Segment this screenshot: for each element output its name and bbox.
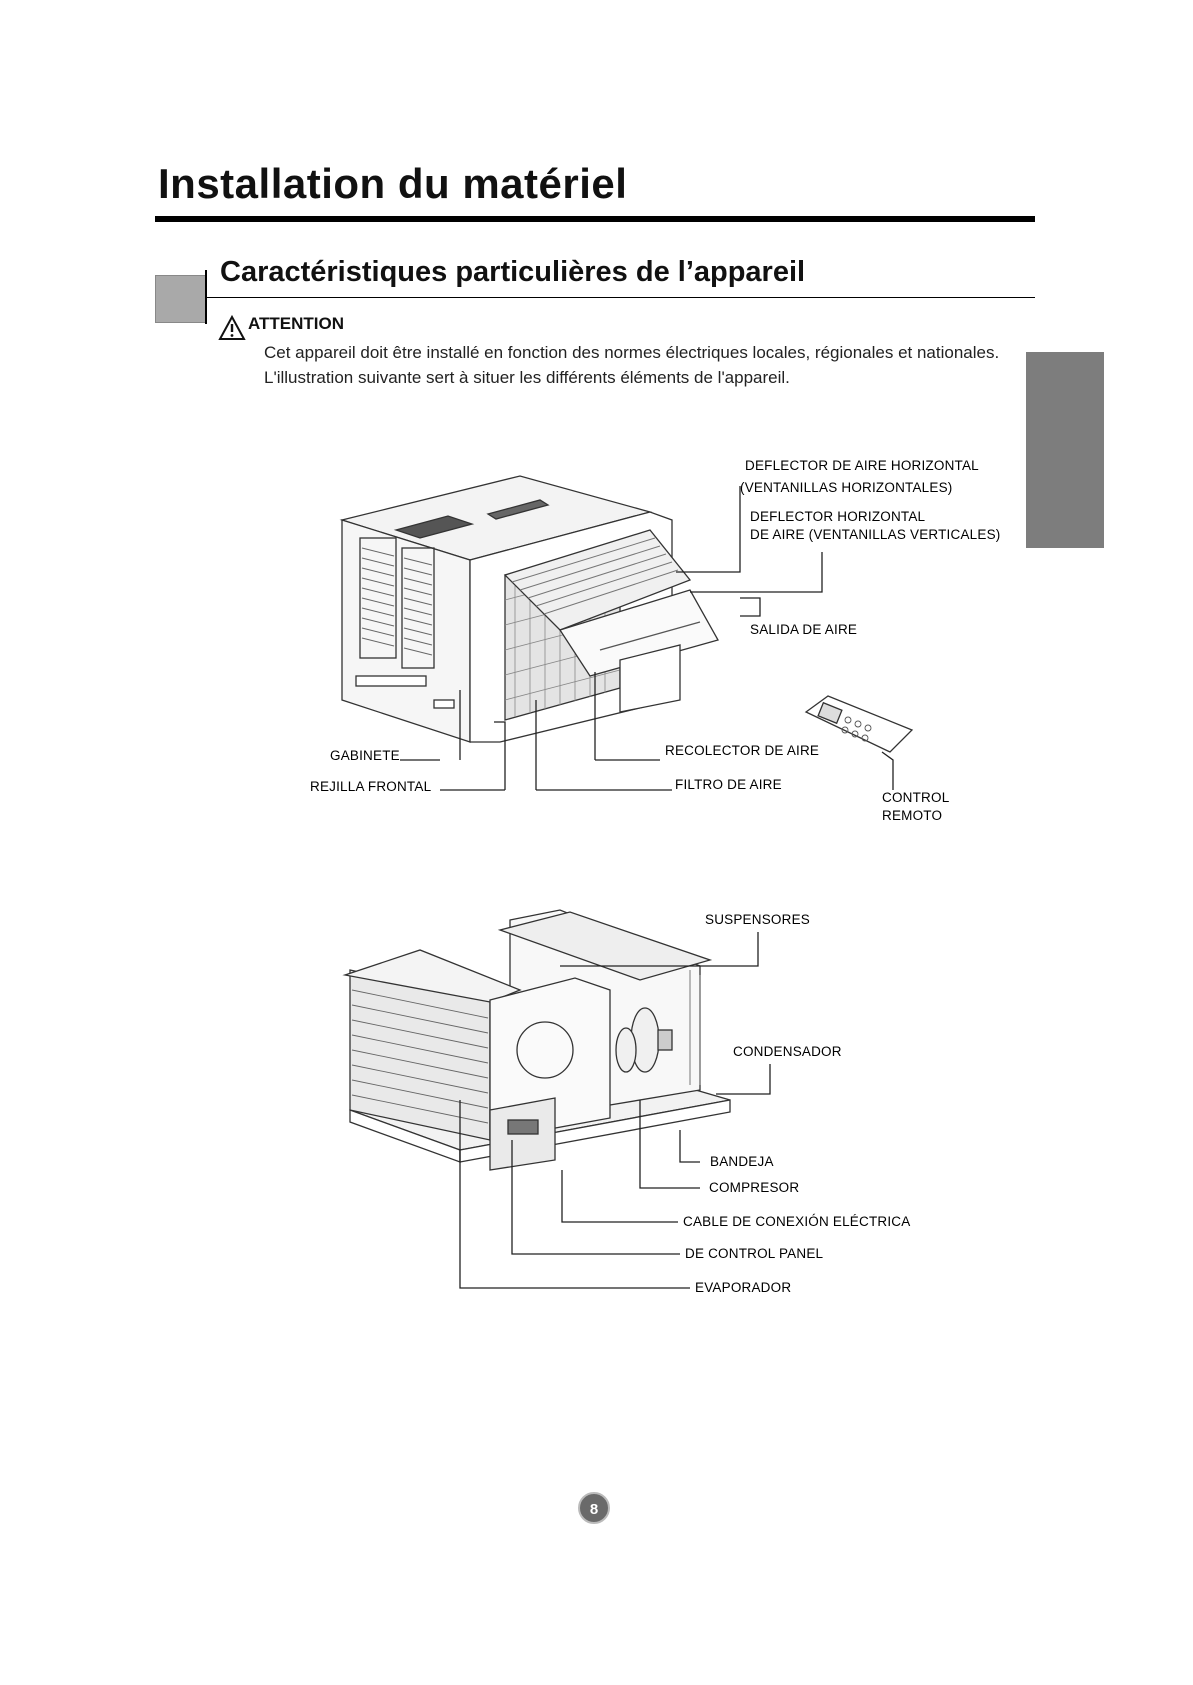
label-deflector-horizontal-1: DEFLECTOR DE AIRE HORIZONTAL [745,458,979,473]
section-marker [155,275,207,323]
section-marker-line [205,270,207,324]
label-recolector-aire: RECOLECTOR DE AIRE [665,743,819,758]
label-control-remoto-2: REMOTO [882,808,942,823]
label-deflector-vertical-1: DEFLECTOR HORIZONTAL [750,509,926,524]
attention-text: Cet appareil doit être installé en fonct… [264,343,1000,387]
label-deflector-horizontal-2: (VENTANILLAS HORIZONTALES) [740,480,953,495]
label-suspensores: SUSPENSORES [705,912,810,927]
label-cable-conexion: CABLE DE CONEXIÓN ELÉCTRICA [683,1214,910,1229]
label-gabinete: GABINETE [330,748,400,763]
front-leader-lines [400,486,894,791]
label-salida-aire: SALIDA DE AIRE [750,622,857,637]
rear-leader-lines [459,932,771,1289]
rear-unit-illustration [342,909,731,1171]
label-compresor: COMPRESOR [709,1180,799,1195]
page-title: Installation du matériel [158,160,628,207]
remote-control-illustration [804,695,914,753]
label-condensador: CONDENSADOR [733,1044,842,1059]
label-panel-control: DE CONTROL PANEL [685,1246,824,1261]
side-tab [1026,352,1104,548]
title-rule [155,216,1035,222]
label-bandeja: BANDEJA [710,1154,774,1169]
warning-triangle-icon [218,314,246,340]
label-deflector-vertical-2: DE AIRE (VENTANILLAS VERTICALES) [750,527,1000,542]
section-title: Caractéristiques particulières de l’appa… [220,256,806,288]
attention-label: ATTENTION [248,314,345,333]
label-rejilla-frontal: REJILLA FRONTAL [310,779,432,794]
label-evaporador: EVAPORADOR [695,1280,791,1295]
label-filtro-aire: FILTRO DE AIRE [675,777,782,792]
label-control-remoto-1: CONTROL [882,790,950,805]
page-number: 8 [578,1492,610,1524]
front-unit-illustration [339,475,719,743]
section-rule [207,297,1035,298]
